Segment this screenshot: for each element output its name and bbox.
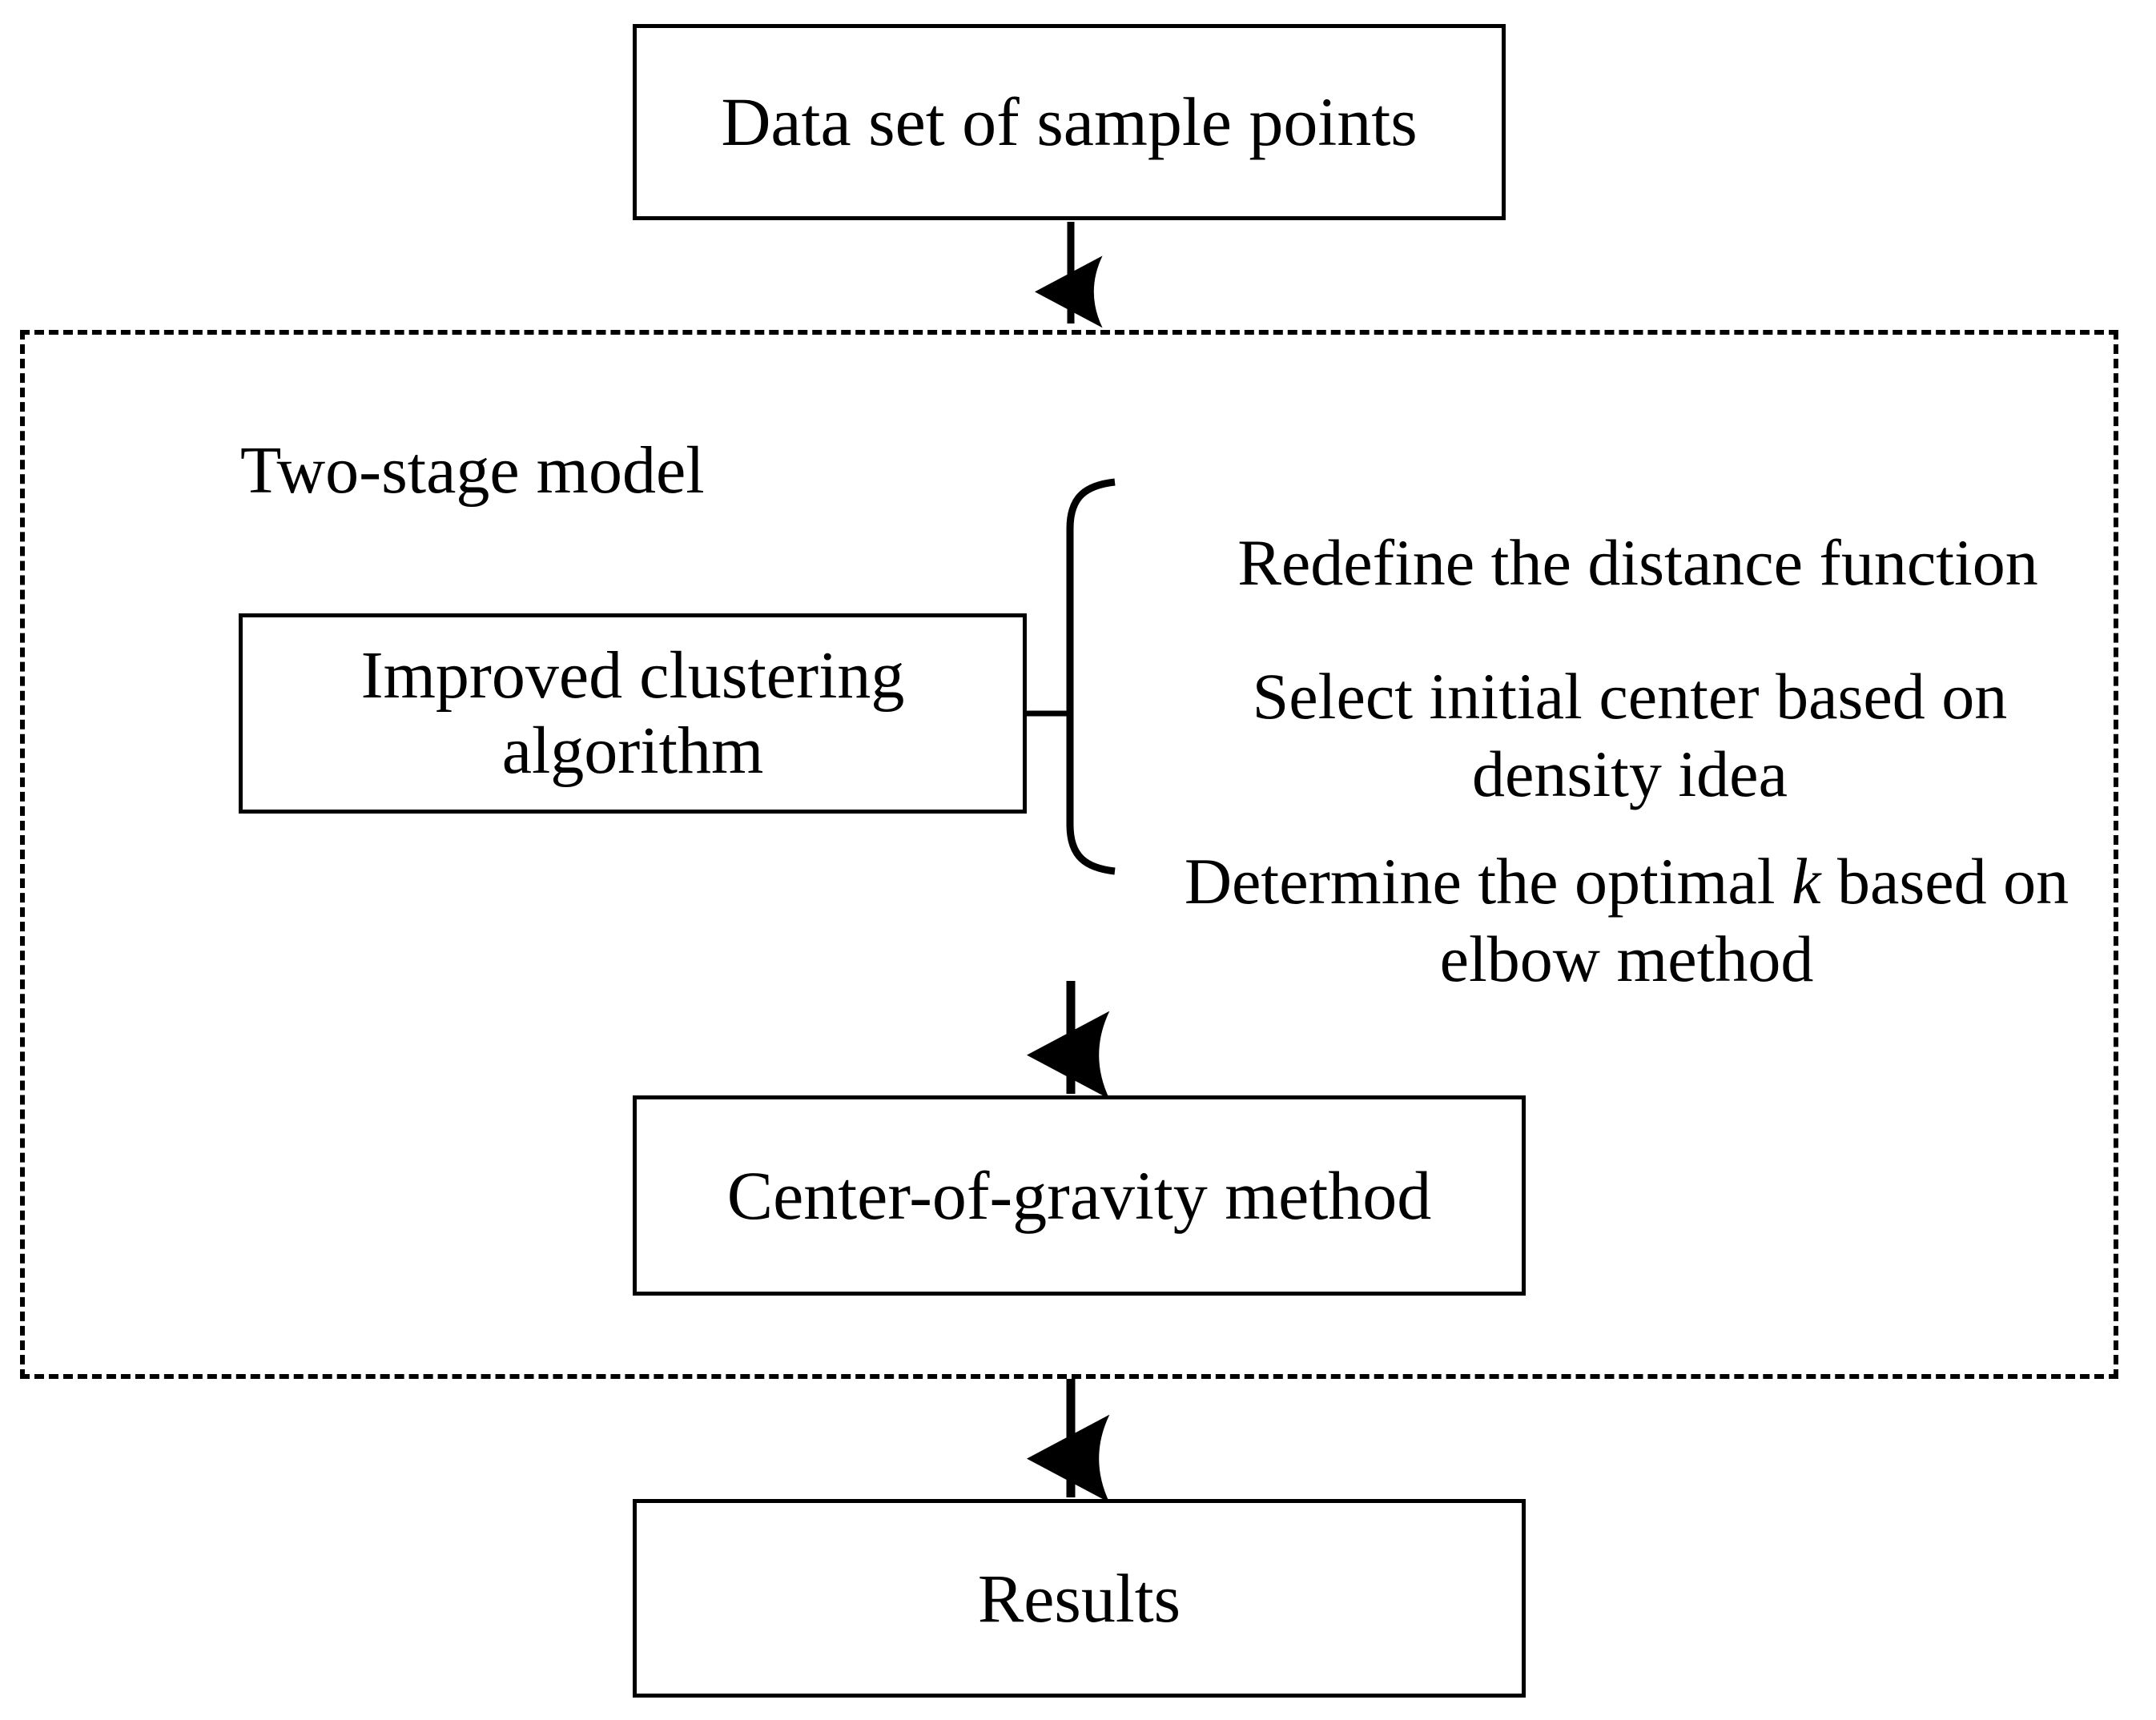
node-center-of-gravity-method[interactable]: Center-of-gravity method <box>633 1095 1526 1296</box>
brace-item-select-initial-center: Select initial center based on density i… <box>1252 660 2008 810</box>
brace-item-elbow-text-after: based on elbow method <box>1439 845 2070 995</box>
node-center-of-gravity-method-label: Center-of-gravity method <box>726 1156 1432 1234</box>
brace-item-elbow-text-before: Determine the optimal <box>1184 845 1792 918</box>
brace-item-redefine-distance-function: Redefine the distance function <box>1237 526 2038 599</box>
node-improved-clustering-algorithm[interactable]: Improved clustering algorithm <box>239 613 1027 814</box>
brace-clustering-details <box>1025 478 1116 875</box>
node-data-set-of-sample-points[interactable]: Data set of sample points <box>633 24 1506 220</box>
two-stage-model-title: Two-stage model <box>240 433 705 508</box>
brace-item-elbow-variable-k: k <box>1792 845 1821 918</box>
node-improved-clustering-algorithm-label: Improved clustering algorithm <box>360 637 905 788</box>
node-results[interactable]: Results <box>633 1499 1526 1698</box>
brace-item-determine-optimal-k: Determine the optimal k based on elbow m… <box>1118 843 2135 999</box>
node-results-label: Results <box>977 1559 1181 1637</box>
node-data-set-of-sample-points-label: Data set of sample points <box>721 83 1418 161</box>
